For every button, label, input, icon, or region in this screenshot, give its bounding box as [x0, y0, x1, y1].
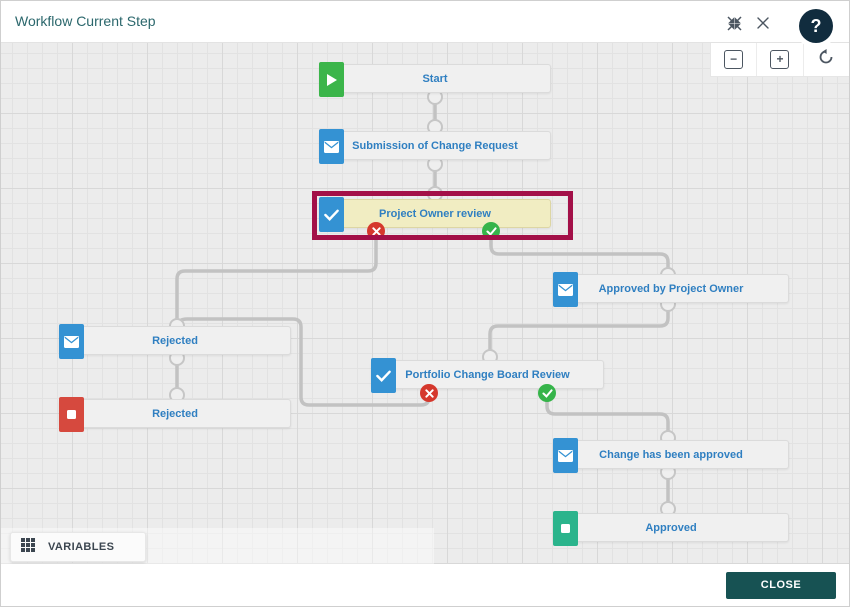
- node-label: Submission of Change Request: [352, 139, 518, 152]
- connector-review-reject: [175, 238, 378, 328]
- dialog-title: Workflow Current Step: [15, 13, 156, 29]
- node-label: Change has been approved: [599, 448, 743, 461]
- mail-icon: [553, 272, 578, 307]
- close-button[interactable]: CLOSE: [726, 571, 836, 599]
- zoom-in-icon: +: [770, 49, 790, 69]
- node-change-has-been-approved[interactable]: Change has been approved: [553, 438, 789, 473]
- connector-approvedpo-portfolio: [488, 302, 670, 359]
- reject-badge-icon: [420, 384, 438, 402]
- connector-portfolio-reject: [176, 317, 431, 407]
- canvas-zoom-toolbar: − +: [710, 42, 849, 77]
- compress-icon[interactable]: [725, 14, 743, 32]
- dialog-footer: CLOSE: [1, 564, 849, 606]
- stop-icon: [59, 397, 84, 432]
- close-icon[interactable]: [754, 14, 772, 32]
- node-label: Rejected: [152, 334, 198, 347]
- mail-icon: [59, 324, 84, 359]
- node-label: Approved by Project Owner: [598, 282, 744, 295]
- node-rejected-message[interactable]: Rejected: [59, 324, 291, 359]
- connector-review-approve: [489, 238, 670, 277]
- approve-badge-icon: [482, 222, 500, 240]
- zoom-out-button[interactable]: −: [711, 42, 756, 76]
- connector-portfolio-approve: [545, 395, 670, 440]
- node-rejected-end[interactable]: Rejected: [59, 397, 291, 432]
- reset-view-button[interactable]: [802, 42, 849, 76]
- zoom-in-button[interactable]: +: [756, 42, 802, 76]
- mail-icon: [319, 129, 344, 164]
- node-approved-by-project-owner[interactable]: Approved by Project Owner: [553, 272, 789, 307]
- node-label: Start: [422, 72, 448, 85]
- node-label: Approved: [645, 521, 697, 534]
- node-label: Portfolio Change Board Review: [405, 368, 570, 381]
- dialog-header: Workflow Current Step: [1, 1, 849, 43]
- node-label: Project Owner review: [379, 207, 491, 220]
- reset-icon: [818, 48, 834, 70]
- reject-badge-icon: [367, 222, 385, 240]
- variables-label: VARIABLES: [48, 541, 115, 553]
- grid-icon: [21, 537, 35, 557]
- mail-icon: [553, 438, 578, 473]
- check-icon: [319, 197, 344, 232]
- play-icon: [319, 62, 344, 97]
- workflow-canvas[interactable]: [1, 42, 849, 566]
- node-project-owner-review[interactable]: Project Owner review: [319, 197, 551, 232]
- help-button[interactable]: ?: [799, 9, 833, 43]
- node-start[interactable]: Start: [319, 62, 551, 97]
- node-label: Rejected: [152, 407, 198, 420]
- stop-icon: [553, 511, 578, 546]
- variables-button[interactable]: VARIABLES: [10, 532, 146, 562]
- node-submission-of-change-request[interactable]: Submission of Change Request: [319, 129, 551, 164]
- node-portfolio-change-board-review[interactable]: Portfolio Change Board Review: [371, 358, 604, 393]
- zoom-out-icon: −: [724, 49, 744, 69]
- check-icon: [371, 358, 396, 393]
- node-approved-end[interactable]: Approved: [553, 511, 789, 546]
- approve-badge-icon: [538, 384, 556, 402]
